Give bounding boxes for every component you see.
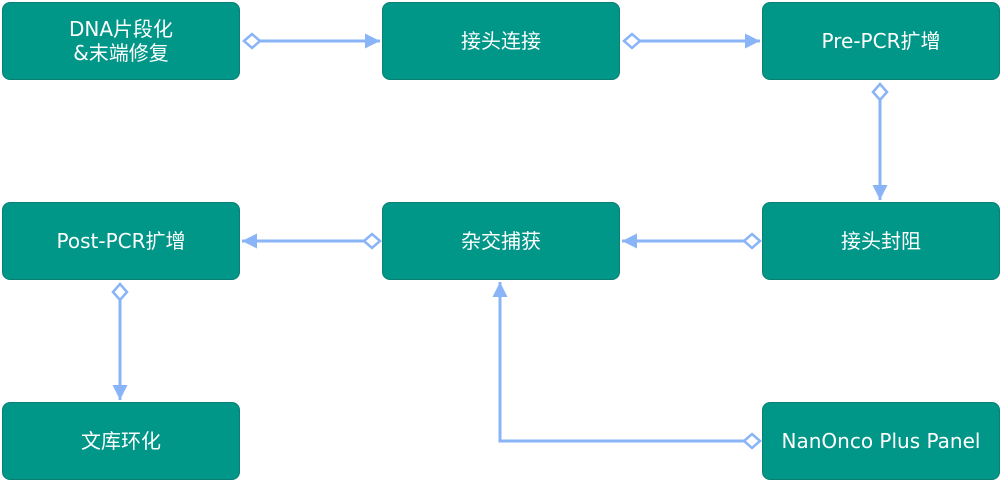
diamond-start-icon [111, 282, 129, 302]
node-adapter-ligation: 接头连接 [382, 2, 620, 80]
diamond-start-icon [742, 232, 762, 250]
connector-prepcr-to-blocking [871, 82, 889, 200]
node-dna-fragmentation: DNA片段化 &末端修复 [2, 2, 240, 80]
node-hybrid-capture: 杂交捕获 [382, 202, 620, 280]
node-pre-pcr: Pre-PCR扩增 [762, 2, 1000, 80]
diamond-start-icon [242, 32, 262, 50]
diamond-start-icon [742, 432, 762, 450]
connector-postpcr-to-circularization [111, 282, 129, 400]
diamond-start-icon [362, 232, 382, 250]
diamond-start-icon [871, 82, 889, 102]
diamond-start-icon [622, 32, 642, 50]
connector-dna-to-ligation [242, 32, 380, 50]
node-post-pcr: Post-PCR扩增 [2, 202, 240, 280]
connector-ligation-to-prepcr [622, 32, 760, 50]
node-adapter-blocking: 接头封阻 [762, 202, 1000, 280]
connector-capture-to-postpcr [242, 232, 382, 250]
node-nanonco-panel: NanOnco Plus Panel [762, 402, 1000, 480]
node-library-circularization: 文库环化 [2, 402, 240, 480]
connector-blocking-to-capture [622, 232, 762, 250]
connector-panel-to-capture [492, 282, 762, 450]
